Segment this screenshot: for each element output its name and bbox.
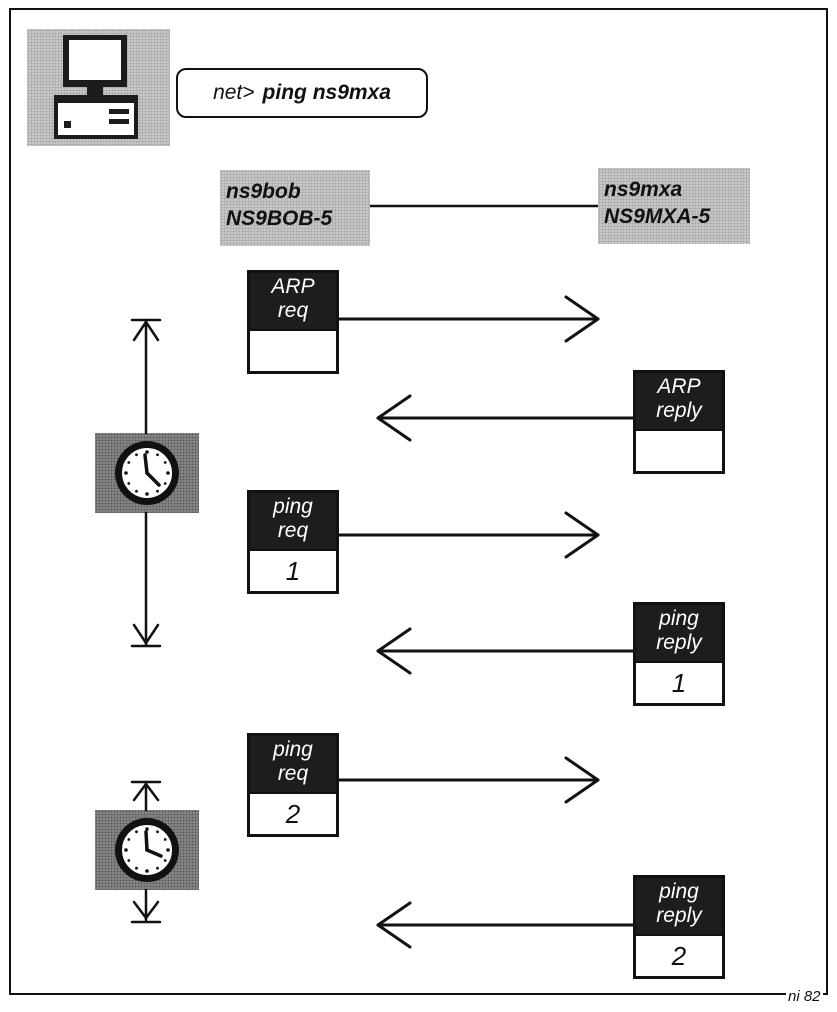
packet-kind: reply [656,399,702,422]
packet-sequence [636,429,722,471]
packet-sequence [250,329,336,371]
arrow-ping-request-1-head [564,511,600,559]
packet-sequence: 1 [636,661,722,703]
timer-interval-2 [130,780,162,924]
packet-header: ping req [250,736,336,792]
node-left-callsign: NS9BOB-5 [226,207,333,230]
figure-reference: ni 82 [786,988,823,1005]
command-text: ping ns9mxa [262,81,391,104]
packet-kind: req [277,519,309,542]
packet-ping-request-2: ping req 2 [247,733,339,837]
node-left-name: ns9bob [226,180,301,203]
packet-header: ARP reply [636,373,722,429]
arrow-arp-request-head [564,295,600,343]
computer-icon-graphic [54,35,138,139]
clock-icon [115,441,179,505]
packet-type: ping [273,738,313,761]
packet-kind: reply [656,631,702,654]
packet-ping-reply-1: ping reply 1 [633,602,725,706]
command-bubble: net> ping ns9mxa [176,68,428,118]
packet-type: ARP [657,375,701,398]
command-prompt: net> [213,81,255,104]
clock-icon [115,818,179,882]
arrow-ping-request-2-head [564,756,600,804]
packet-sequence: 1 [250,549,336,591]
packet-kind: reply [656,904,702,927]
packet-header: ping req [250,493,336,549]
packet-header: ARP req [250,273,336,329]
arrow-arp-reply-head [376,394,412,442]
node-left: ns9bob NS9BOB-5 [220,170,370,246]
packet-arp-reply: ARP reply [633,370,725,474]
packet-type: ping [659,607,699,630]
packet-arp-request: ARP req [247,270,339,374]
packet-type: ARP [271,275,315,298]
node-right: ns9mxa NS9MXA-5 [598,168,750,244]
arrow-ping-reply-2-head [376,901,412,949]
packet-type: ping [659,880,699,903]
packet-header: ping reply [636,605,722,661]
packet-ping-request-1: ping req 1 [247,490,339,594]
node-right-name: ns9mxa [604,178,683,201]
packet-kind: req [277,762,309,785]
packet-type: ping [273,495,313,518]
packet-header: ping reply [636,878,722,934]
packet-sequence: 2 [636,934,722,976]
packet-ping-reply-2: ping reply 2 [633,875,725,979]
timer-interval-1 [130,318,162,648]
arrow-ping-reply-1-head [376,627,412,675]
node-right-callsign: NS9MXA-5 [604,205,711,228]
packet-kind: req [277,299,309,322]
packet-sequence: 2 [250,792,336,834]
computer-icon [27,29,170,146]
